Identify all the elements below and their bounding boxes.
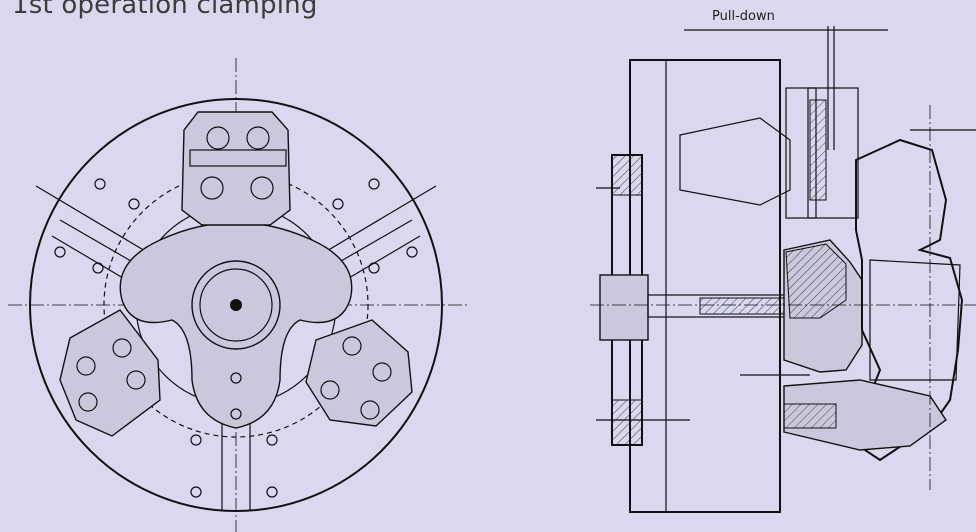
lower-clamp (783, 379, 947, 451)
center-point (230, 299, 242, 311)
left-jaw (59, 309, 161, 437)
flange-hatch-top (611, 154, 643, 196)
side-view (590, 26, 976, 513)
bolt-markers (54, 178, 418, 498)
lower-clamp-hatch (783, 403, 837, 429)
collet-hatch (785, 243, 847, 319)
flange-hatch-bottom (611, 399, 643, 446)
page-title: 1st operation clamping (12, 0, 318, 20)
chuck-body-inner (665, 59, 781, 513)
right-jaw (305, 319, 413, 427)
jaw-carrier (807, 87, 859, 219)
left-hub (599, 274, 649, 341)
chuck-outer-circle (29, 98, 443, 512)
chuck-body (629, 59, 781, 513)
jaw-carrier-hatch (809, 99, 827, 201)
piston (679, 117, 791, 206)
workpiece-bore (869, 259, 961, 381)
front-view (8, 58, 468, 532)
pull-down-label: Pull-down (712, 9, 775, 24)
central-bore-inner (199, 268, 273, 342)
top-jaw (181, 111, 291, 226)
